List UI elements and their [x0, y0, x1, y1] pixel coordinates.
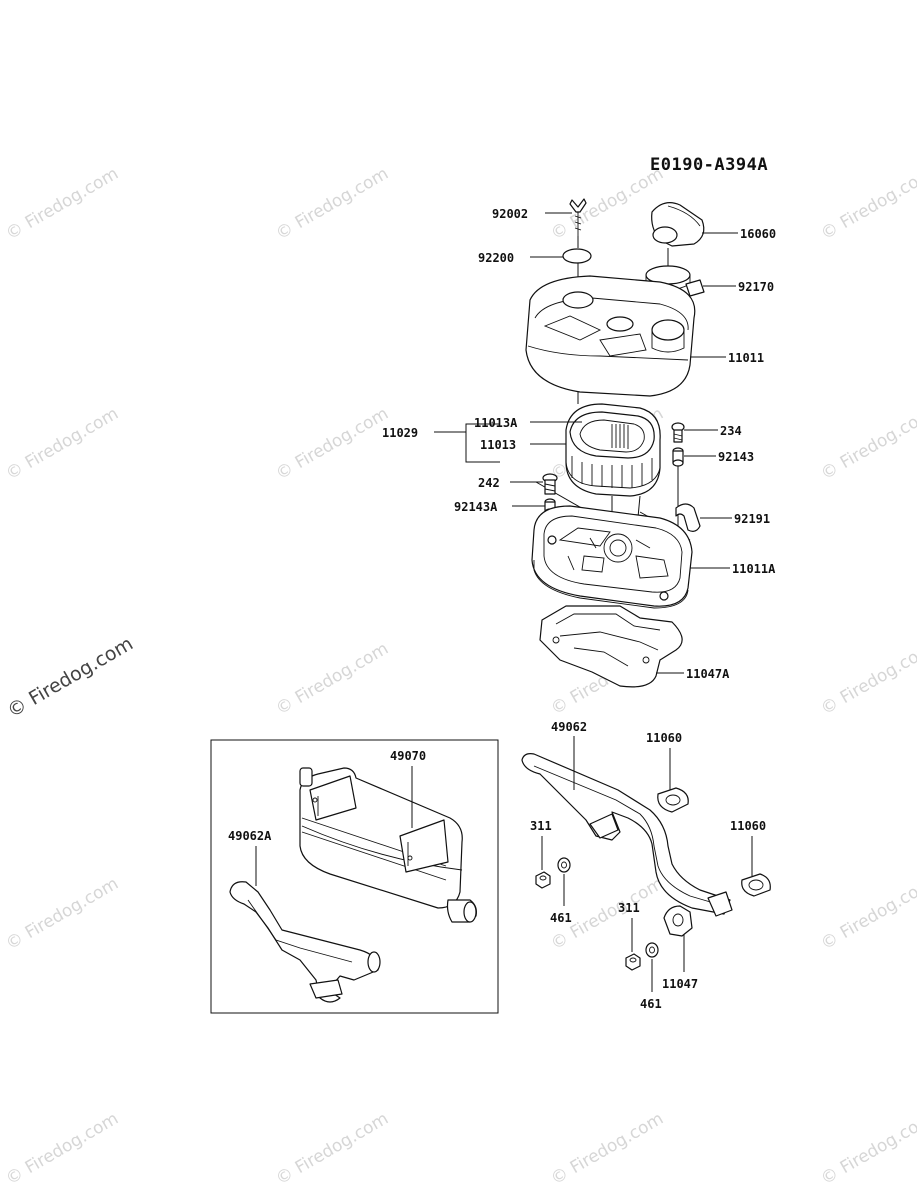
bracket-11029: [465, 423, 500, 463]
watermark-dark: © Firedog.com: [4, 633, 137, 723]
watermark: © Firedog.com: [818, 164, 917, 245]
part-11013-filter: [565, 403, 661, 497]
part-11047A-plate: [539, 605, 683, 688]
part-49062A-pipe: [229, 881, 381, 1003]
part-11060-gasket: [741, 873, 771, 897]
part-label-11013A: 11013A: [474, 416, 518, 430]
part-11011-cover: [525, 275, 696, 397]
part-label-311: 311: [530, 819, 552, 833]
watermark: © Firedog.com: [273, 164, 392, 245]
part-label-234: 234: [720, 424, 742, 438]
part-label-11047: 11047: [662, 977, 698, 991]
watermark: © Firedog.com: [548, 1109, 667, 1190]
watermark-layer: © Firedog.com © Firedog.com © Firedog.co…: [3, 164, 917, 1190]
part-11011A-base: [531, 505, 693, 609]
part-label-16060: 16060: [740, 227, 776, 241]
part-92191-hose: [675, 503, 701, 532]
part-92143-collar: [672, 447, 684, 467]
part-label-92191: 92191: [734, 512, 770, 526]
part-label-49070: 49070: [390, 749, 426, 763]
part-label-11011A: 11011A: [732, 562, 776, 576]
part-label-11013: 11013: [480, 438, 516, 452]
part-11060-gasket: [657, 787, 689, 813]
part-16060-elbow: [651, 202, 705, 247]
watermark: © Firedog.com: [818, 639, 917, 720]
watermark: © Firedog.com: [818, 874, 917, 955]
part-311-nut: [625, 953, 641, 971]
part-label-92002: 92002: [492, 207, 528, 221]
part-label-92200: 92200: [478, 251, 514, 265]
part-label-311: 311: [618, 901, 640, 915]
diagram-code: E0190-A394A: [650, 155, 768, 175]
part-11047-bracket: [663, 905, 693, 937]
part-label-461: 461: [550, 911, 572, 925]
part-label-92143A: 92143A: [454, 500, 498, 514]
muffler-kit-frame: [210, 739, 499, 1014]
watermark: © Firedog.com: [273, 639, 392, 720]
part-92200-washer: [562, 248, 592, 264]
watermark: © Firedog.com: [3, 874, 122, 955]
part-label-49062A: 49062A: [228, 829, 272, 843]
part-label-461: 461: [640, 997, 662, 1011]
part-label-49062: 49062: [551, 720, 587, 734]
watermark: © Firedog.com: [3, 404, 122, 485]
watermark: © Firedog.com: [548, 164, 667, 245]
part-label-11011: 11011: [728, 351, 764, 365]
part-242-bolt: [542, 473, 558, 495]
watermark: © Firedog.com: [3, 1109, 122, 1190]
part-311-nut: [535, 871, 551, 889]
part-92002-wing-bolt: [569, 198, 587, 236]
watermark: © Firedog.com: [3, 164, 122, 245]
watermark: © Firedog.com: [273, 404, 392, 485]
part-label-11060: 11060: [730, 819, 766, 833]
watermark: © Firedog.com: [818, 404, 917, 485]
part-label-242: 242: [478, 476, 500, 490]
part-49062-exhaust-pipe: [521, 753, 733, 917]
watermark: © Firedog.com: [273, 1109, 392, 1190]
part-label-11029: 11029: [382, 426, 418, 440]
part-461-washer: [557, 857, 571, 873]
part-234-bolt: [671, 422, 685, 443]
part-461-washer: [645, 942, 659, 958]
part-label-92143: 92143: [718, 450, 754, 464]
part-label-92170: 92170: [738, 280, 774, 294]
part-49070-muffler: [299, 767, 477, 923]
part-label-11047A: 11047A: [686, 667, 730, 681]
part-label-11060: 11060: [646, 731, 682, 745]
watermark: © Firedog.com: [818, 1109, 917, 1190]
